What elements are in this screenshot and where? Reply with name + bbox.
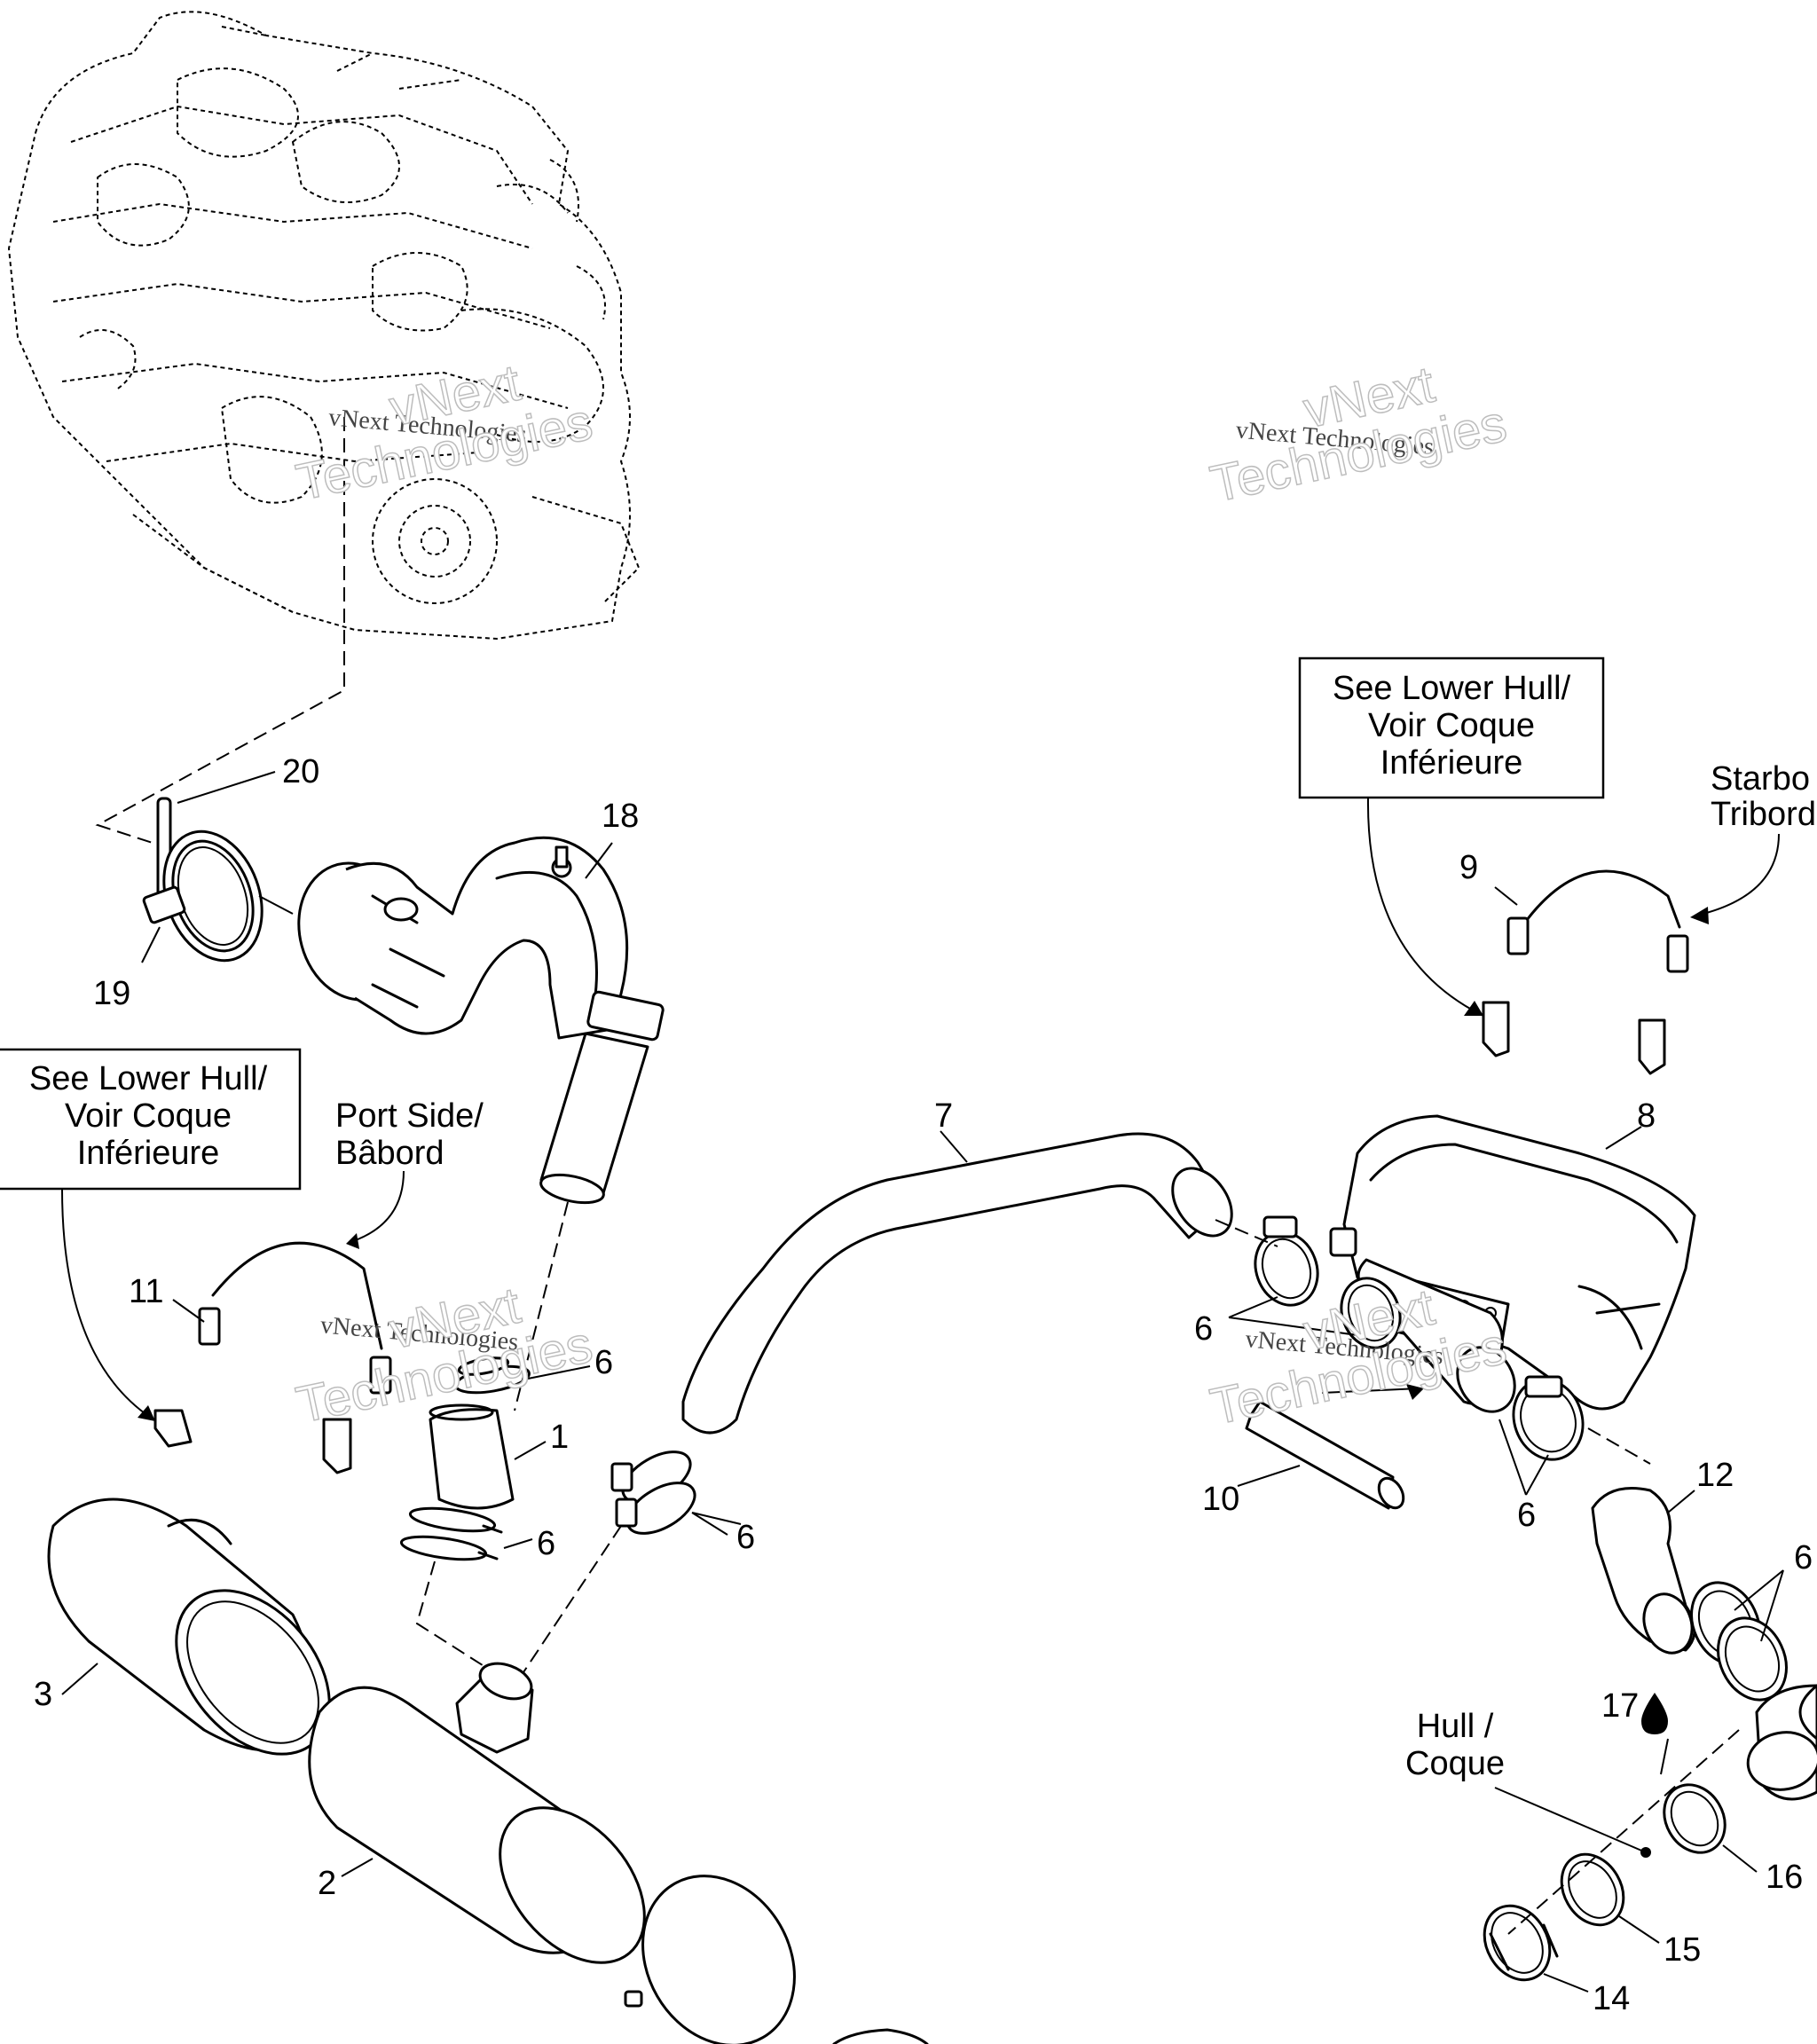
callout-17: 17 [1601,1687,1639,1725]
callout-6: 6 [1194,1310,1213,1348]
hose-clamp-6-muffler-rear [1512,1375,1585,1461]
callout-19: 19 [93,975,130,1012]
outlet-spigot [1746,1684,1817,1801]
callout-11: 11 [129,1273,163,1310]
clamp-to-muffler2-line [514,1525,622,1686]
band-clamp-19 [141,829,294,963]
nut-14 [1483,1904,1589,1993]
watermark: vNext Technologies vNext Technologies vN… [319,404,1444,1370]
elbow-to-silencer-line [514,1201,569,1411]
svg-text:Coque: Coque [1405,1745,1505,1782]
washer-15 [1560,1852,1660,1944]
engine-phantom-outline [7,11,641,641]
callout-7: 7 [934,1097,953,1135]
svg-text:Inférieure: Inférieure [77,1135,220,1172]
callout-16: 16 [1766,1859,1803,1896]
callout-14: 14 [1593,1980,1630,2017]
svg-text:Voir Coque: Voir Coque [1368,707,1535,744]
hose-clamp-6-rear-pair [1690,1581,1788,1702]
hose-clamp-6-muffler-front [1254,1215,1319,1307]
strap-11-port [153,1241,392,1474]
pipe-10 [1237,1388,1420,1510]
callout-1: 1 [550,1419,569,1456]
ring-6-lower [399,1506,533,1561]
arrow-icon [1690,907,1709,924]
tube-3 [47,1498,331,1756]
hose7-to-clamp-line [1215,1219,1278,1247]
note-hull: Hull / Coque [1405,1708,1505,1782]
callout-8: 8 [1637,1097,1656,1135]
svg-text:Inférieure: Inférieure [1380,744,1523,782]
clamp-to-12-line [1587,1427,1651,1465]
lower-hull-left-leader [61,1188,152,1419]
callout-6: 6 [537,1525,555,1562]
callout-6: 6 [594,1344,613,1381]
callout-12: 12 [1696,1457,1734,1494]
svg-text:Starbo: Starbo [1711,760,1810,798]
strap-9-starboard [1482,869,1689,1075]
hose-12 [1591,1487,1696,1655]
hull-axis-line [1507,1729,1740,1935]
arrow-icon [1464,1001,1483,1016]
callout-6: 6 [736,1519,755,1556]
note-starboard: Starbo Tribord [1711,760,1816,833]
callout-20: 20 [282,753,319,790]
ring-6-upper [454,1356,531,1395]
port-side-leader [350,1170,405,1243]
partial-part-bottom [832,2028,929,2044]
callout-18: 18 [602,798,639,835]
callout-3: 3 [34,1676,52,1713]
hose-clamp-6-muffler-mid [1340,1277,1402,1349]
canister-2 [308,1662,646,1964]
callout-6-leaders [1228,1296,1358,1336]
loctite-drop-icon [1641,1693,1668,1734]
seal-ring-16 [1660,1738,1758,1873]
starboard-leader [1695,833,1780,916]
lower-hull-right-leader [1366,798,1484,1017]
svg-text:Tribord: Tribord [1711,796,1816,833]
silencer-body-1 [429,1403,547,1510]
svg-text:Hull /: Hull / [1417,1708,1494,1745]
clamp-ring-bottom [624,1875,796,2044]
engine-to-clamp-line [95,417,345,875]
callout-15: 15 [1664,1931,1701,1969]
callout-10: 10 [1202,1481,1239,1518]
hull-point-marker [1494,1787,1651,1858]
arrow-icon [346,1233,359,1249]
callout-9: 9 [1459,849,1478,886]
svg-text:See Lower Hull/: See Lower Hull/ [29,1060,268,1097]
callout-6: 6 [1794,1539,1813,1576]
svg-text:Voir Coque: Voir Coque [65,1097,232,1135]
ring-to-muffler-line [415,1561,515,1686]
arrow-icon [1406,1384,1424,1400]
svg-text:Bâbord: Bâbord [335,1135,444,1172]
exhaust-elbow-18 [297,836,665,1205]
note-port-side: Port Side/ Bâbord [335,1097,484,1172]
callout-6: 6 [1517,1497,1536,1534]
arrow-icon [138,1405,155,1421]
exhaust-hose-7 [681,1130,1233,1435]
svg-text:See Lower Hull/: See Lower Hull/ [1333,670,1571,707]
callout-2: 2 [318,1865,336,1902]
callout-numbers: 20 19 18 9 7 8 11 6 6 1 10 6 12 6 6 6 3 … [34,753,1813,2017]
note-lower-hull-left: See Lower Hull/ Voir Coque Inférieure [0,1048,302,1191]
svg-text:vNext: vNext [1299,356,1440,439]
svg-text:Port Side/: Port Side/ [335,1097,484,1135]
note-lower-hull-right: See Lower Hull/ Voir Coque Inférieure [1298,656,1605,799]
hose-clamp-6-hose7-lower [610,1450,742,1536]
